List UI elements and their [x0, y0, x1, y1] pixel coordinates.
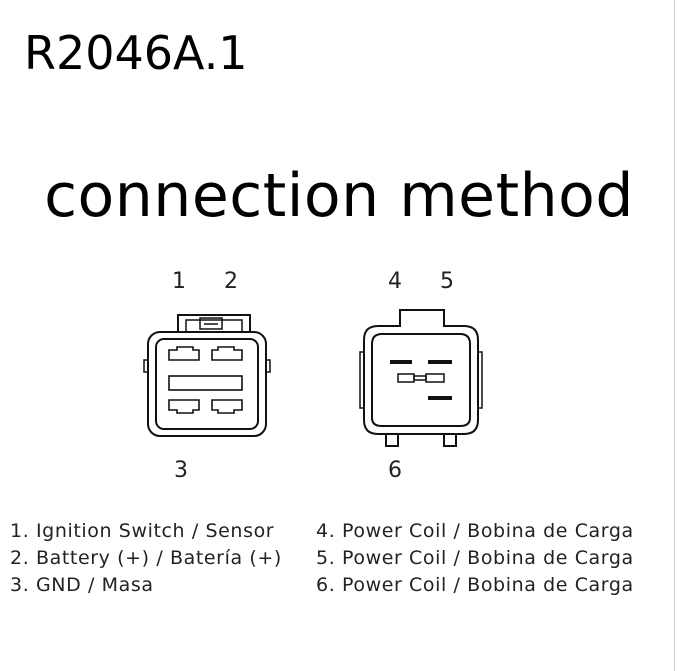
legend-right: 4. Power Coil / Bobina de Carga 5. Power… — [316, 518, 634, 599]
legend-item-1: 1. Ignition Switch / Sensor — [10, 520, 275, 542]
frame-edge — [674, 0, 675, 671]
legend-item-4: 4. Power Coil / Bobina de Carga — [316, 520, 634, 542]
connector-b — [359, 309, 483, 447]
pin-label-6: 6 — [388, 458, 402, 483]
legend-item-6: 6. Power Coil / Bobina de Carga — [316, 574, 634, 596]
legend-item-2: 2. Battery (+) / Batería (+) — [10, 547, 282, 569]
legend-left: 1. Ignition Switch / Sensor 2. Battery (… — [10, 518, 282, 599]
model-number: R2046A.1 — [24, 26, 248, 80]
pin-label-3: 3 — [174, 458, 188, 483]
pin-label-4: 4 — [388, 269, 402, 294]
pin-label-1: 1 — [172, 269, 186, 294]
pin-label-5: 5 — [440, 269, 454, 294]
legend-item-5: 5. Power Coil / Bobina de Carga — [316, 547, 634, 569]
connector-a — [143, 314, 271, 437]
pin-label-2: 2 — [224, 269, 238, 294]
diagram-title: connection method — [44, 161, 634, 231]
legend-item-3: 3. GND / Masa — [10, 574, 154, 596]
